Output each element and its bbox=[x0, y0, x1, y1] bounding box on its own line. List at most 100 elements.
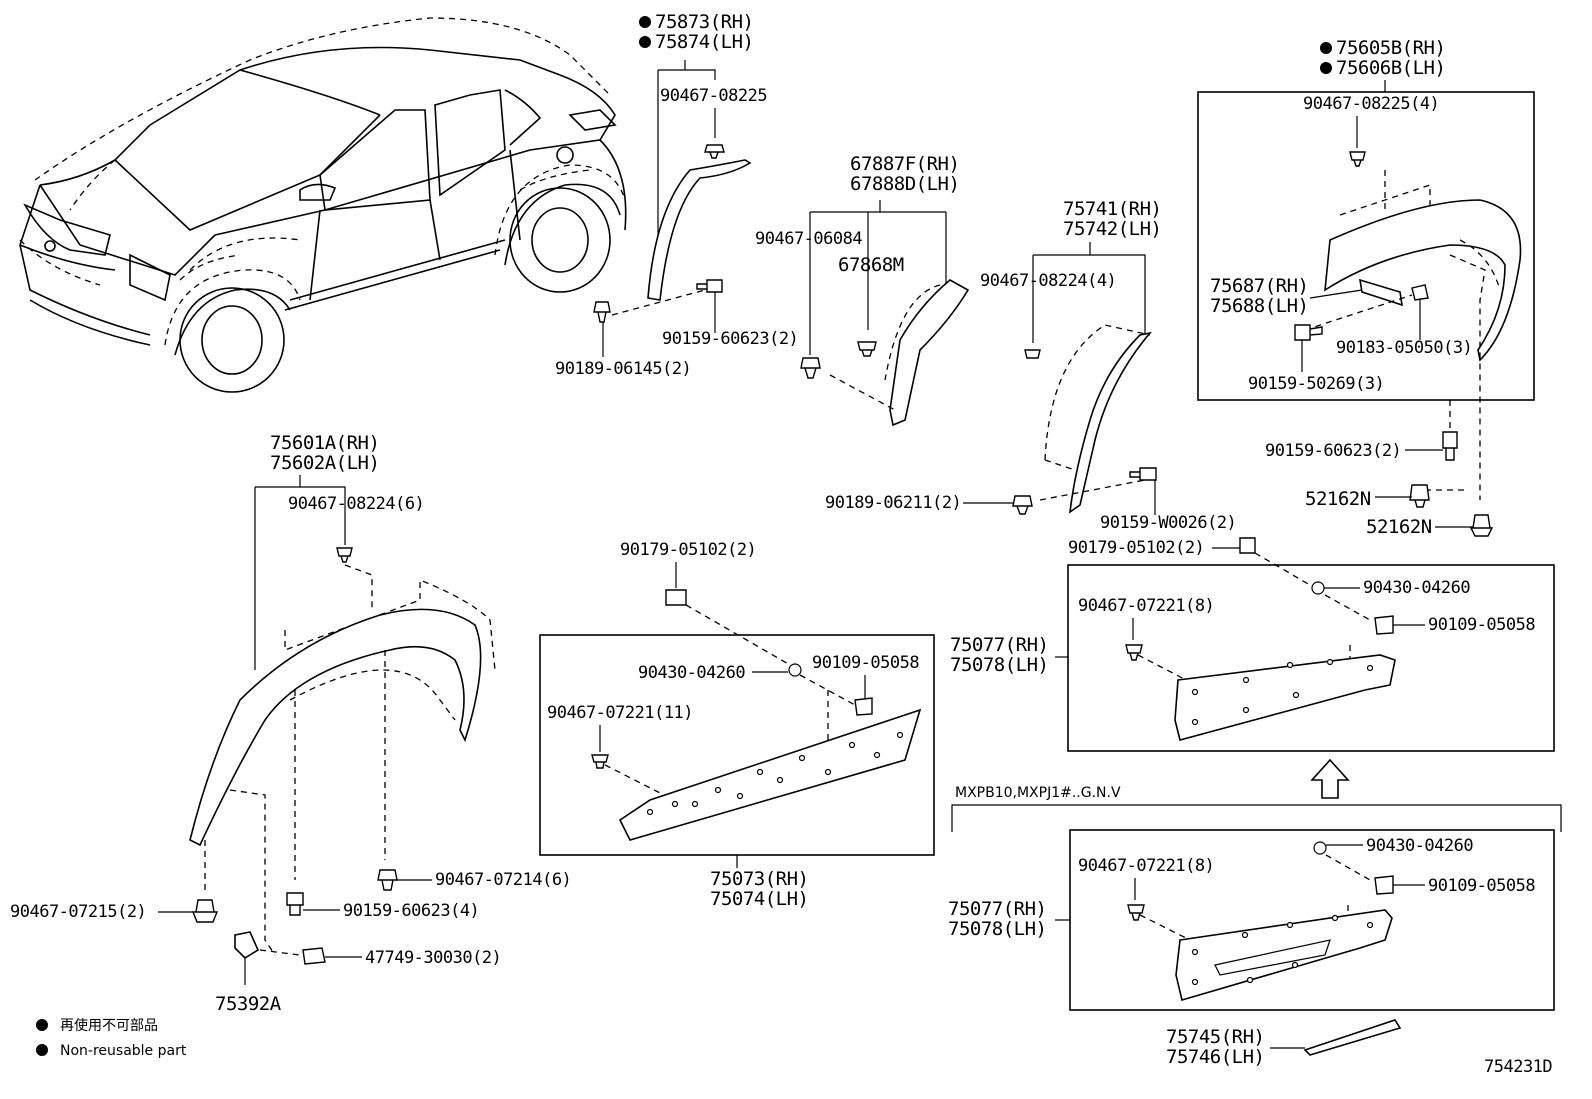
part-label-90159-50269: 90159-50269(3) bbox=[1248, 374, 1384, 394]
clip-icon bbox=[302, 947, 326, 965]
part-label-52162N-a: 52162N bbox=[1305, 488, 1371, 510]
part-label-75606B: 75606B(LH) bbox=[1336, 57, 1445, 79]
non-reusable-marker-icon bbox=[36, 1044, 48, 1056]
clip-icon bbox=[1349, 151, 1366, 167]
part-label-90467-06084: 90467-06084 bbox=[755, 229, 862, 249]
part-label-75074: 75074(LH) bbox=[710, 888, 808, 910]
screw-icon bbox=[1374, 615, 1394, 635]
part-label-75602A: 75602A(LH) bbox=[270, 452, 379, 474]
part-label-90183-05050: 90183-05050(3) bbox=[1336, 338, 1472, 358]
part-label-90467-07221-8b: 90467-07221(8) bbox=[1078, 856, 1214, 876]
diagram-id: 754231D bbox=[1484, 1057, 1552, 1077]
flare-75605B bbox=[1324, 199, 1522, 362]
part-label-90430-04260-b: 90430-04260 bbox=[1363, 578, 1470, 598]
car-illustration bbox=[19, 17, 627, 393]
part-label-90430-04260-a: 90430-04260 bbox=[638, 663, 745, 683]
legend-jp: 再使用不可部品 bbox=[60, 1017, 158, 1034]
washer-icon bbox=[788, 663, 802, 677]
part-label-90109-05058-c: 90109-05058 bbox=[1428, 876, 1535, 896]
part-label-75078-a: 75078(LH) bbox=[950, 654, 1048, 676]
garnish-holes-b bbox=[1191, 914, 1374, 986]
nut-icon bbox=[1411, 284, 1429, 301]
group-75605B: 75605B(RH) 75606B(LH) 90467-08225(4) 756… bbox=[1197, 37, 1535, 538]
non-reusable-marker-icon bbox=[639, 16, 651, 28]
cover-67887F bbox=[889, 279, 970, 427]
sensor-75392A bbox=[234, 931, 260, 960]
non-reusable-marker-icon bbox=[639, 36, 651, 48]
group-75741: 75741(RH) 75742(LH) 90467-08224(4) 90159… bbox=[825, 198, 1237, 533]
part-label-90467-08224-4: 90467-08224(4) bbox=[980, 271, 1116, 291]
clip-icon bbox=[336, 547, 353, 563]
part-label-75605B: 75605B(RH) bbox=[1336, 37, 1445, 59]
part-label-90159-60623-2b: 90159-60623(2) bbox=[1265, 441, 1401, 461]
part-label-75745: 75745(RH) bbox=[1166, 1026, 1264, 1048]
clip-icon bbox=[591, 754, 609, 769]
grommet-icon bbox=[1469, 514, 1494, 537]
group-75601A: 75601A(RH) 75602A(LH) 90467-08224(6) 904… bbox=[10, 432, 572, 1015]
part-label-90467-07221-11: 90467-07221(11) bbox=[547, 703, 693, 723]
part-label-75077-a: 75077(RH) bbox=[950, 634, 1048, 656]
part-label-90467-08225-4: 90467-08225(4) bbox=[1303, 94, 1439, 114]
grommet-icon bbox=[593, 301, 611, 323]
model-note: MXPB10,MXPJ1#..G.N.V bbox=[955, 785, 1121, 801]
part-label-75073: 75073(RH) bbox=[710, 868, 808, 890]
screw-icon bbox=[1374, 875, 1394, 895]
part-label-90109-05058-b: 90109-05058 bbox=[1428, 615, 1535, 635]
group-75077-upper: 90179-05102(2) 90430-04260 90109-05058 9… bbox=[950, 537, 1555, 752]
part-label-90467-08225: 90467-08225 bbox=[660, 86, 767, 106]
garnish-75077-b bbox=[1175, 909, 1393, 1002]
nut-icon bbox=[1409, 484, 1430, 508]
part-label-75874: 75874(LH) bbox=[655, 31, 753, 53]
grommet-icon bbox=[800, 357, 821, 379]
part-label-47749-30030: 47749-30030(2) bbox=[365, 948, 501, 968]
clip-icon bbox=[1127, 904, 1145, 921]
panel-75741 bbox=[1068, 331, 1153, 514]
part-label-75077-b: 75077(RH) bbox=[948, 898, 1046, 920]
part-label-52162N-b: 52162N bbox=[1366, 516, 1432, 538]
garnish-emblem bbox=[1214, 939, 1331, 976]
bolt-icon bbox=[696, 279, 723, 293]
part-label-75688: 75688(LH) bbox=[1210, 295, 1308, 317]
non-reusable-marker-icon bbox=[36, 1019, 48, 1031]
clip-icon bbox=[1125, 644, 1143, 661]
screw-icon bbox=[1294, 324, 1323, 341]
part-label-90467-08224-6: 90467-08224(6) bbox=[288, 494, 424, 514]
garnish-holes-a bbox=[1191, 658, 1374, 726]
part-label-90159-60623: 90159-60623(2) bbox=[662, 329, 798, 349]
moulding-75073 bbox=[618, 708, 922, 841]
group-75873: 75873(RH) 75874(LH) 90467-08225 90159-60… bbox=[555, 11, 799, 379]
washer-icon bbox=[1311, 581, 1325, 595]
part-label-75392A: 75392A bbox=[215, 993, 282, 1015]
legend-en: Non-reusable part bbox=[60, 1043, 187, 1059]
part-label-90159-60623-4: 90159-60623(4) bbox=[343, 901, 479, 921]
seal-75687 bbox=[1358, 278, 1403, 307]
part-label-90467-07214: 90467-07214(6) bbox=[435, 870, 571, 890]
bolt-icon bbox=[1442, 431, 1458, 461]
grommet-icon bbox=[1012, 495, 1033, 515]
emblem-75745 bbox=[1303, 1019, 1402, 1056]
screw-icon bbox=[854, 697, 873, 716]
nut-icon bbox=[1239, 537, 1256, 554]
clip-icon bbox=[704, 144, 725, 159]
part-label-67888D: 67888D(LH) bbox=[850, 173, 959, 195]
group-75073: 90179-05102(2) 90430-04260 90109-05058 9… bbox=[539, 540, 935, 910]
non-reusable-marker-icon bbox=[1320, 42, 1332, 54]
part-label-75078-b: 75078(LH) bbox=[948, 918, 1046, 940]
washer-icon bbox=[1313, 841, 1327, 855]
moulding-holes bbox=[646, 731, 904, 816]
part-label-75687: 75687(RH) bbox=[1210, 275, 1308, 297]
clip-icon bbox=[1024, 349, 1041, 359]
legend: 再使用不可部品 Non-reusable part bbox=[36, 1017, 187, 1059]
bolt-icon bbox=[1129, 467, 1157, 481]
nut-icon bbox=[665, 589, 687, 606]
bolt-icon bbox=[286, 892, 304, 916]
part-label-75746: 75746(LH) bbox=[1166, 1046, 1264, 1068]
liner-75873 bbox=[647, 159, 752, 301]
part-label-67868M: 67868M bbox=[838, 254, 904, 276]
group-67887F: 67887F(RH) 67888D(LH) 90467-06084 67868M bbox=[755, 153, 970, 427]
part-label-75742: 75742(LH) bbox=[1063, 218, 1161, 240]
part-label-75601A: 75601A(RH) bbox=[270, 432, 379, 454]
part-label-90467-07215: 90467-07215(2) bbox=[10, 902, 146, 922]
part-label-90189-06145: 90189-06145(2) bbox=[555, 359, 691, 379]
